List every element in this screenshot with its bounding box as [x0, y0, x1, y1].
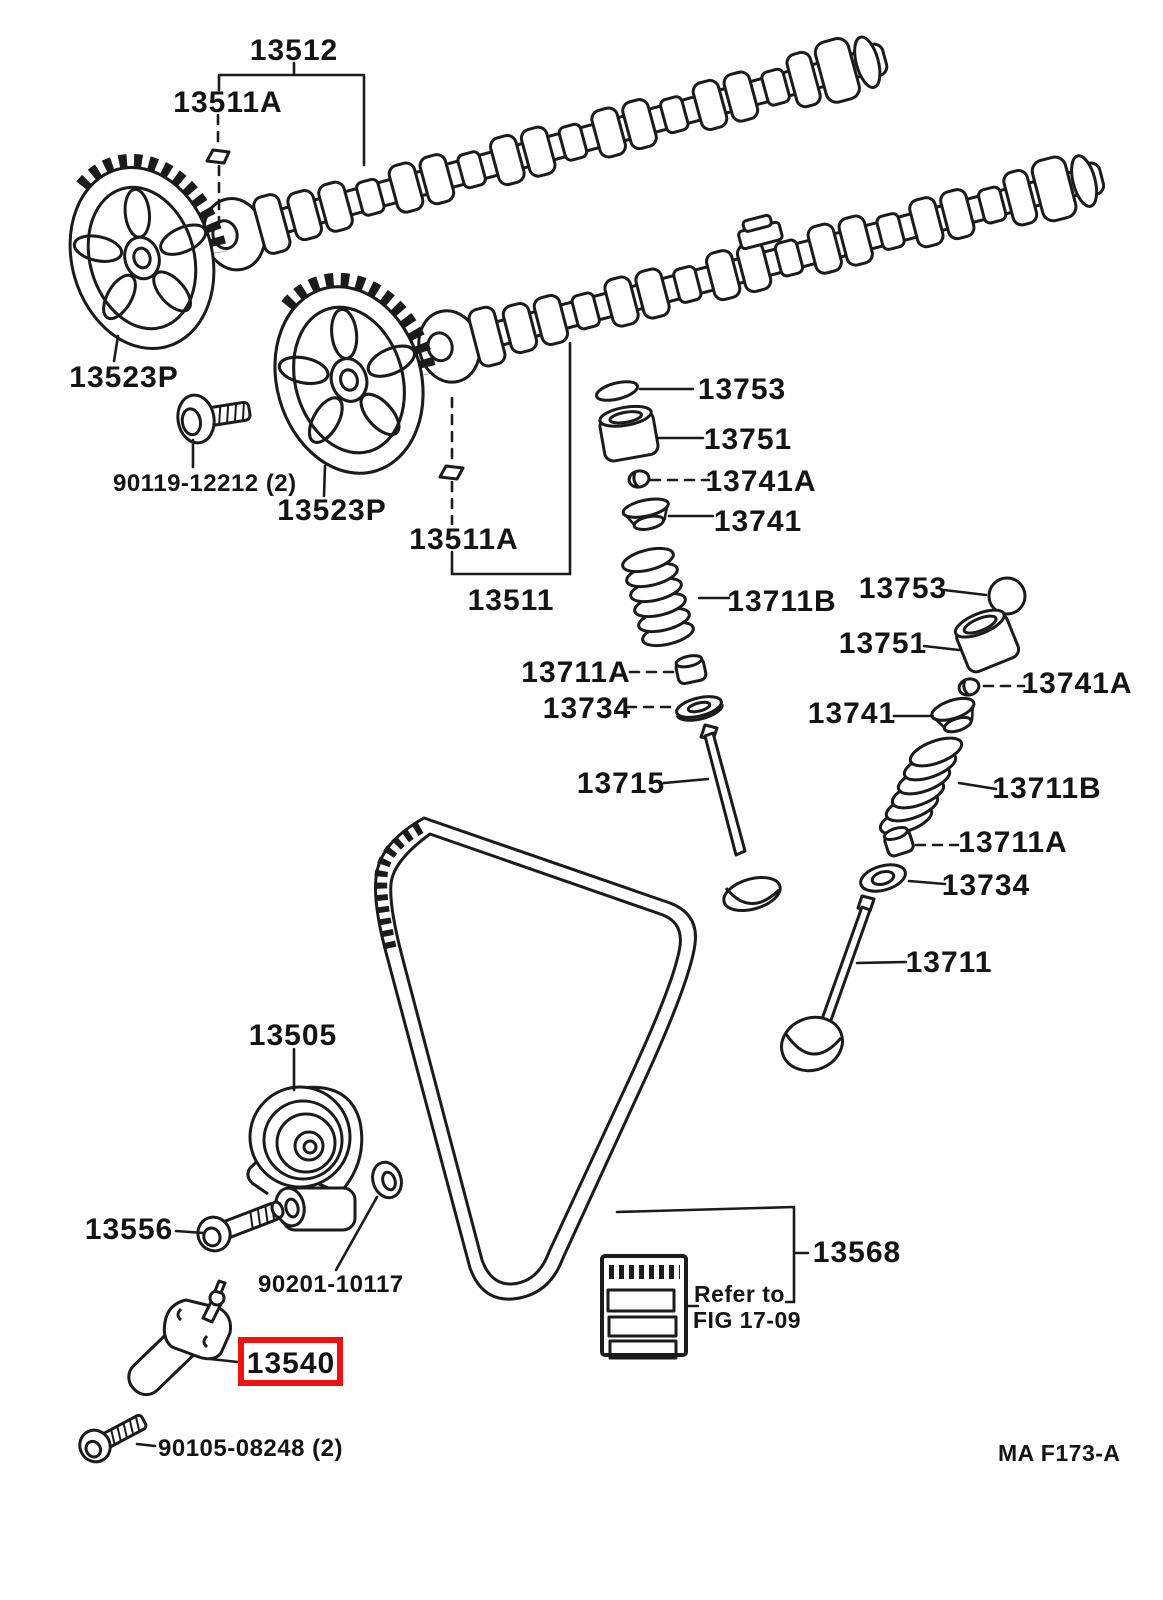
- part-label-13734-mid: 13734: [543, 692, 631, 725]
- leader-lines: [112, 61, 1026, 1448]
- part-label-13711b-mid: 13711B: [727, 585, 836, 618]
- refer-note-line2: FIG 17-09: [693, 1307, 801, 1333]
- part-label-13505: 13505: [249, 1019, 337, 1052]
- part-label-13540-highlighted: 13540: [247, 1347, 335, 1380]
- part-label-13523p-right: 13523P: [277, 494, 386, 527]
- pump-bolt-90105: [78, 1413, 148, 1464]
- part-label-13511a-top: 13511A: [173, 86, 282, 119]
- part-label-13741a-mid: 13741A: [705, 465, 816, 498]
- valve-13711: [780, 894, 876, 1073]
- part-label-13741-mid: 13741: [714, 505, 802, 538]
- valve-13715: [699, 723, 782, 912]
- valve-stack-middle: [595, 380, 782, 912]
- valve-stem-seal-13711A-right: [882, 825, 915, 858]
- valve-stack-right: [780, 576, 1027, 1073]
- spring-retainer-13741-mid: [621, 497, 670, 531]
- valve-lock-13741A-mid: [627, 469, 651, 489]
- part-label-13711: 13711: [906, 946, 993, 979]
- part-label-13751-right: 13751: [839, 627, 927, 660]
- part-label-13523p-left: 13523P: [69, 361, 178, 394]
- part-label-13512: 13512: [250, 34, 338, 67]
- spring-seat-13734-right: [859, 863, 907, 893]
- valve-shim-13753-right: [987, 576, 1027, 616]
- part-label-13753-right: 13753: [859, 572, 947, 605]
- part-label-13753-mid: 13753: [698, 373, 786, 406]
- camshaft-no1-drawing: [409, 140, 1113, 391]
- part-label-13556: 13556: [85, 1213, 173, 1246]
- part-label-90105: 90105-08248 (2): [158, 1435, 343, 1462]
- part-label-13568: 13568: [813, 1236, 901, 1269]
- figure-code: MA F173-A: [998, 1440, 1121, 1466]
- belt-caution-plate-13568: [600, 1254, 688, 1360]
- valve-spring-13711B-right: [878, 736, 964, 836]
- valve-lifter-13751-right: [953, 608, 1021, 674]
- spring-retainer-13741-right: [930, 696, 976, 734]
- valve-stem-seal-13711A-mid: [674, 654, 708, 686]
- part-label-13741-right: 13741: [808, 697, 896, 730]
- tensioner-bolt-13556: [196, 1200, 285, 1253]
- valve-lifter-13751-mid: [598, 404, 660, 463]
- part-label-13511a-mid: 13511A: [409, 523, 518, 556]
- valve-spring-13711B-mid: [621, 546, 695, 648]
- part-label-13715: 13715: [577, 767, 665, 800]
- part-labels: 13512 13511A 13523P 90119-12212 (2) 1352…: [69, 34, 1132, 1466]
- part-label-90119: 90119-12212 (2): [113, 470, 297, 497]
- part-label-13751-mid: 13751: [704, 423, 792, 456]
- part-label-90201: 90201-10117: [258, 1271, 404, 1298]
- part-label-13711a-mid: 13711A: [521, 656, 630, 689]
- part-label-13711a-right: 13711A: [958, 826, 1067, 859]
- woodruff-key-mid: [438, 464, 465, 481]
- highlighted-part-box: [238, 1337, 343, 1386]
- tensioner-washer-90201: [371, 1160, 403, 1200]
- sprocket-bolt-90119: [176, 393, 252, 445]
- valve-shim-13753-mid: [595, 380, 639, 402]
- belt-tensioner-13505: [246, 1085, 364, 1232]
- spring-seat-13734-mid: [675, 695, 724, 722]
- camshaft-sprocket-left: [48, 142, 243, 366]
- camshaft-sprocket-right: [252, 260, 452, 491]
- valve-lock-13741A-right: [957, 677, 981, 697]
- woodruff-key-top: [205, 148, 231, 165]
- part-label-13711b-right: 13711B: [992, 772, 1101, 805]
- part-label-13511: 13511: [468, 584, 555, 617]
- oil-pump-13540: [127, 1279, 232, 1397]
- timing-belt-drawing: [374, 816, 697, 1301]
- part-label-13734-right: 13734: [942, 869, 1030, 902]
- part-label-13741a-right: 13741A: [1021, 667, 1132, 700]
- refer-note-line1: Refer to: [694, 1281, 785, 1307]
